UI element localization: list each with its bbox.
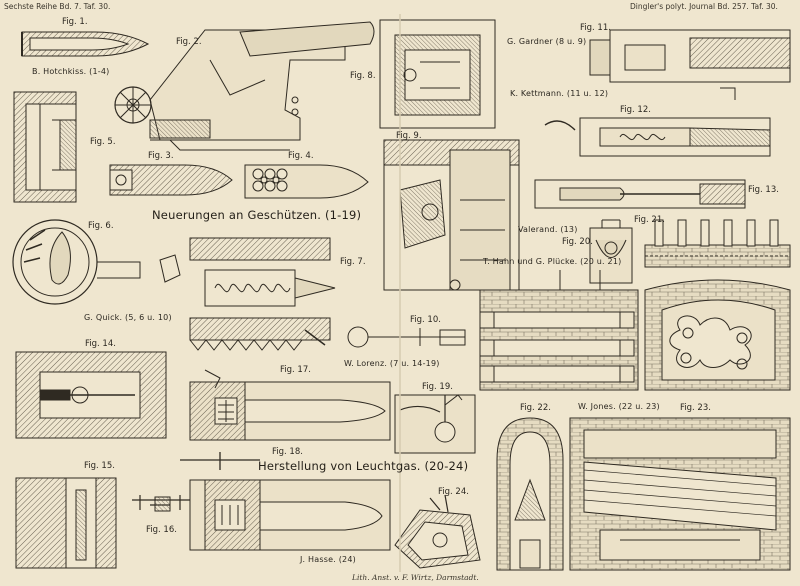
caption-hahn-pluecke: T. Hahn und G. Plücke. (20 u. 21) xyxy=(483,257,622,266)
fig-label-15: Fig. 15. xyxy=(84,461,115,471)
caption-kettmann: K. Kettmann. (11 u. 12) xyxy=(510,89,609,98)
fig11-drawing xyxy=(589,29,791,100)
lithographer-credit: Lith. Anst. v. F. Wirtz, Darmstadt. xyxy=(352,573,479,582)
fig-label-18: Fig. 18. xyxy=(272,447,303,457)
fig-label-20: Fig. 20. xyxy=(562,237,593,247)
section-title-guns: Neuerungen an Geschützen. (1-19) xyxy=(152,208,362,222)
fig4-drawing xyxy=(244,164,369,199)
fig-label-2: Fig. 2. xyxy=(176,37,202,47)
section-title-gas: Herstellung von Leuchtgas. (20-24) xyxy=(258,459,469,473)
caption-hasse: J. Hasse. (24) xyxy=(300,555,356,564)
fig-label-5: Fig. 5. xyxy=(90,137,116,147)
fig24-drawing xyxy=(394,494,481,569)
fig-label-1: Fig. 1. xyxy=(62,17,88,27)
fig10-drawing xyxy=(347,326,466,348)
fig-label-12: Fig. 12. xyxy=(620,105,651,115)
fig23-drawing xyxy=(569,417,791,571)
fig-label-7: Fig. 7. xyxy=(340,257,366,267)
fig7-drawing xyxy=(159,237,336,351)
fig-label-23: Fig. 23. xyxy=(680,403,711,413)
furnace-face-drawing xyxy=(644,279,791,391)
caption-gardner: G. Gardner (8 u. 9) xyxy=(507,37,587,46)
fig17-drawing xyxy=(189,369,391,441)
fig3-drawing xyxy=(109,164,233,196)
caption-lorenz: W. Lorenz. (7 u. 14-19) xyxy=(344,359,440,368)
fig2-drawing xyxy=(114,21,375,151)
caption-valerand: Valerand. (13) xyxy=(518,225,578,234)
fig-label-24: Fig. 24. xyxy=(438,487,469,497)
fig15-drawing xyxy=(15,477,117,569)
fig-label-21: Fig. 21. xyxy=(634,215,665,225)
fig20-drawing xyxy=(589,219,633,284)
fig-label-3: Fig. 3. xyxy=(148,151,174,161)
caption-hotchkiss: B. Hotchkiss. (1-4) xyxy=(32,67,110,76)
fig-label-17: Fig. 17. xyxy=(280,365,311,375)
caption-jones: W. Jones. (22 u. 23) xyxy=(578,402,660,411)
fig21-drawing xyxy=(644,219,791,268)
fig6-drawing xyxy=(12,219,141,305)
fig-label-9: Fig. 9. xyxy=(396,131,422,141)
fig-label-10: Fig. 10. xyxy=(410,315,441,325)
fig-label-16: Fig. 16. xyxy=(146,525,177,535)
fig12-drawing xyxy=(544,117,771,157)
fig-label-4: Fig. 4. xyxy=(288,151,314,161)
fig1-drawing xyxy=(21,31,150,57)
fig13-drawing xyxy=(534,179,746,209)
caption-quick: G. Quick. (5, 6 u. 10) xyxy=(84,313,172,322)
fig-label-22: Fig. 22. xyxy=(520,403,551,413)
plate-header-left: Sechste Reihe Bd. 7. Taf. 30. xyxy=(4,2,111,11)
fig16-drawing xyxy=(132,495,190,512)
fig-label-13: Fig. 13. xyxy=(748,185,779,195)
fig-label-19: Fig. 19. xyxy=(422,382,453,392)
fig-label-14: Fig. 14. xyxy=(85,339,116,349)
fig-label-8: Fig. 8. xyxy=(350,71,376,81)
fig19-drawing xyxy=(394,394,476,454)
fig18-drawing xyxy=(180,452,391,551)
fig22-drawing xyxy=(496,417,564,571)
fig8-drawing xyxy=(379,19,496,129)
fig-label-6: Fig. 6. xyxy=(88,221,114,231)
retort-bench-drawing xyxy=(479,270,639,391)
fig9-drawing xyxy=(383,139,520,291)
plate-header-right: Dingler's polyt. Journal Bd. 257. Taf. 3… xyxy=(630,2,778,11)
fig14-drawing xyxy=(15,351,167,439)
fig5-drawing xyxy=(13,91,77,203)
fig-label-11: Fig. 11. xyxy=(580,23,611,33)
